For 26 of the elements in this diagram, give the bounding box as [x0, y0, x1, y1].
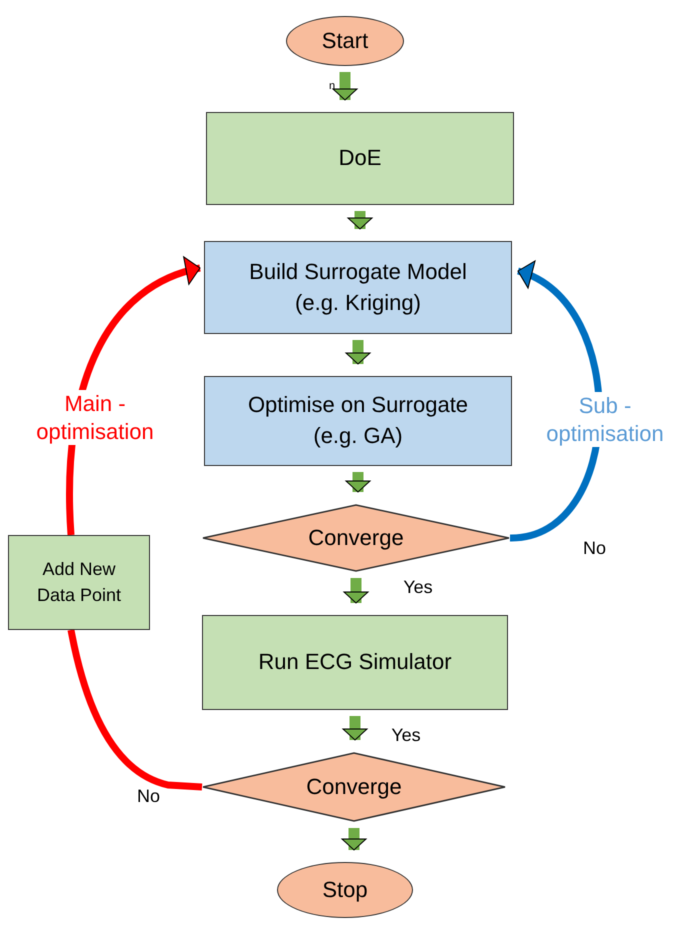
process-box	[202, 615, 508, 710]
node-label: Build Surrogate Model (e.g. Kriging)	[248, 258, 468, 317]
process-box	[204, 376, 512, 466]
node-label: Converge	[306, 772, 402, 801]
arrow	[342, 828, 366, 850]
arrow	[342, 716, 368, 740]
note-label: No	[137, 786, 160, 807]
arrow	[344, 578, 368, 604]
note-label: n	[329, 80, 336, 92]
node-label: Converge	[308, 524, 404, 552]
arrow	[346, 340, 370, 364]
arrow	[346, 472, 370, 492]
process-box	[204, 241, 512, 334]
process-box	[8, 535, 150, 630]
arrow	[348, 211, 372, 230]
node-label: Run ECG Simulator	[258, 648, 452, 676]
note-label: No	[583, 538, 606, 559]
node-label: Stop	[322, 876, 368, 904]
node-label: Start	[322, 26, 368, 55]
decision-diamond	[202, 504, 510, 572]
decision-diamond	[202, 752, 506, 822]
arrow	[332, 72, 358, 100]
node-label: DoE	[338, 144, 382, 172]
process-box	[206, 112, 514, 205]
node-label: Optimise on Surrogate (e.g. GA)	[246, 391, 470, 450]
node-label: Add New Data Point	[36, 558, 122, 606]
